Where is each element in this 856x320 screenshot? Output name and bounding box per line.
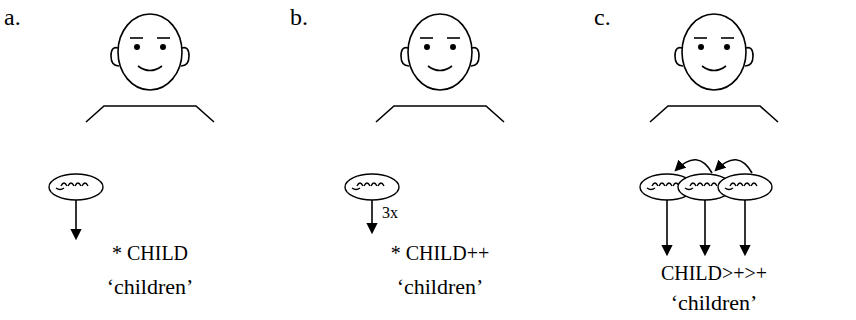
flat-hand [49,174,103,200]
palm [718,174,772,200]
movement-arrow [75,200,77,238]
finger [364,183,370,186]
finger [378,183,384,186]
eyebrow [157,37,170,39]
flat-hand [345,174,399,200]
thumb [685,188,693,190]
eye [725,45,729,49]
mouth [138,66,162,71]
translation: ‘children’ [107,274,194,299]
finger [82,183,88,186]
signer-face [86,14,214,122]
finger [751,183,757,186]
eye [161,45,165,49]
translation: ‘children’ [671,290,758,315]
eye [135,45,139,49]
ear [401,48,409,66]
ear [471,48,479,66]
head [118,14,182,90]
eye [699,45,703,49]
thumb [352,188,360,190]
head [408,14,472,90]
repetition-count: 3x [382,204,398,222]
finger [690,183,696,186]
thumb [647,188,655,190]
eyebrow [721,37,734,39]
finger [697,183,703,186]
finger [730,183,736,186]
movement-arrow [371,200,373,232]
eyebrow [447,37,460,39]
finger [666,183,672,186]
finger [652,183,658,186]
signer-face [376,14,504,122]
thumb [725,188,733,190]
finger [744,183,750,186]
panel-letter: b. [290,4,308,32]
repositioning-arrow [676,160,712,173]
mouth [702,66,726,71]
ear [181,48,189,66]
mouth [428,66,452,71]
translation: ‘children’ [397,274,484,299]
repositioning-arrow [716,160,752,173]
movement-arrow [666,200,668,254]
palm [345,174,399,200]
movement-arrow [704,200,706,254]
finger [371,183,377,186]
eyebrow [130,37,143,39]
eye [451,45,455,49]
gloss: * CHILD++ [391,242,490,265]
finger [704,183,710,186]
shoulders [86,106,214,122]
finger [711,183,717,186]
gloss: * CHILD [112,242,188,265]
shoulders [650,106,778,122]
finger [357,183,363,186]
panel-letter: a. [4,4,21,32]
finger [737,183,743,186]
ear [675,48,683,66]
panel-letter: c. [594,4,611,32]
movement-arrow [744,200,746,254]
finger [659,183,665,186]
flat-hand [718,174,772,200]
ear [745,48,753,66]
shoulders [376,106,504,122]
finger [68,183,74,186]
thumb [56,188,64,190]
ear [111,48,119,66]
eye [425,45,429,49]
eyebrow [420,37,433,39]
head [682,14,746,90]
gloss: CHILD>+>+ [661,262,767,285]
finger [75,183,81,186]
signer-face [650,14,778,122]
eyebrow [694,37,707,39]
palm [49,174,103,200]
finger [61,183,67,186]
